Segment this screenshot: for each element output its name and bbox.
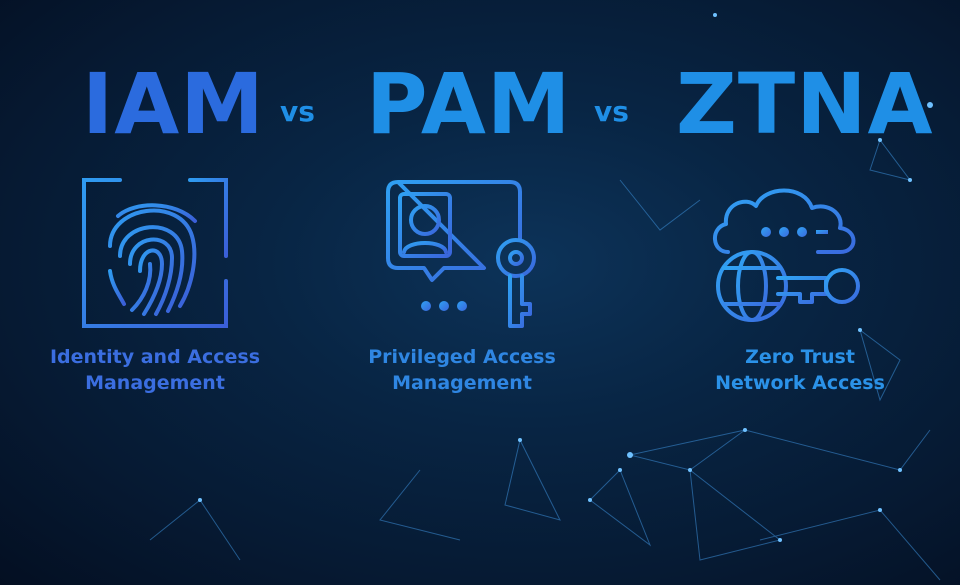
pam-description-line1: Privileged Access [368,346,556,368]
iam-description: Identity and Access Management [40,344,270,396]
ztna-description-line2: Network Access [715,372,885,394]
ztna-description: Zero Trust Network Access [680,344,920,396]
fingerprint-icon [82,178,228,328]
iam-description-line1: Identity and Access [49,346,261,368]
pam-description-line2: Management [392,372,532,394]
ztna-description-line1: Zero Trust [745,346,855,368]
vs-separator-1: vs [280,95,315,128]
iam-description-line2: Management [85,372,225,394]
id-card-key-icon [386,180,536,328]
pam-description: Privileged Access Management [352,344,572,396]
iam-title: IAM [82,55,265,153]
ztna-title: ZTNA [676,55,934,153]
pam-title: PAM [366,55,572,153]
cloud-globe-key-icon [713,188,860,322]
vs-separator-2: vs [594,95,629,128]
